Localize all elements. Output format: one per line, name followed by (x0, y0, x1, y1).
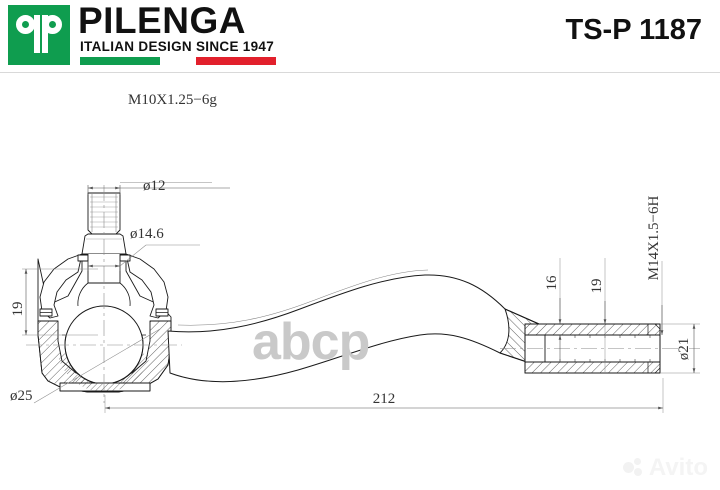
drawing-geometry (26, 185, 700, 403)
avito-watermark-label: Avito (648, 454, 708, 481)
dim-housing-diameter: ø25 (10, 328, 161, 404)
logo-q-stem-icon (34, 15, 40, 53)
pilenga-qp-logo-icon (8, 5, 70, 65)
dim-label-socket-length: 19 (589, 279, 605, 294)
dimension-lines: M10X1.25−6g ø12 ø14.6 (10, 92, 700, 413)
dim-label-stud-diameter: ø12 (143, 178, 166, 194)
dim-shank-thread: M14X1.5−6H (646, 195, 664, 335)
brand-tagline: ITALIAN DESIGN SINCE 1947 (80, 39, 275, 54)
dim-stud-diameter: ø12 (120, 178, 212, 194)
logo-p-bowl-icon (43, 15, 62, 34)
logo-p-stem-icon (42, 15, 48, 53)
part-number: TS-P 1187 (565, 14, 702, 46)
avito-watermark: Avito (622, 454, 708, 481)
dim-label-stud-thread: M10X1.25−6g (128, 92, 217, 108)
dim-stud-thread: M10X1.25−6g (87, 92, 230, 195)
center-lines (26, 185, 700, 403)
abcp-watermark: abcp (252, 313, 370, 371)
brand-name: PILENGA (78, 0, 246, 41)
drawing-canvas: M10X1.25−6g ø12 ø14.6 (10, 92, 700, 413)
italian-flag-green-bar (80, 57, 160, 65)
dim-label-overall-length: 212 (373, 391, 396, 407)
dim-shank-diameter: ø21 (660, 323, 700, 374)
dim-label-shank-thread: M14X1.5−6H (646, 195, 662, 280)
dim-socket-length: 19 (589, 258, 607, 373)
dim-label-socket-bore: 16 (544, 275, 560, 291)
dim-label-shank-diameter: ø21 (676, 338, 692, 361)
dim-label-cone-diameter: ø14.6 (130, 226, 164, 242)
shank-housing-section (499, 308, 661, 374)
dim-label-housing-height: 19 (10, 302, 26, 317)
ball-joint-housing (37, 253, 172, 393)
header-bar: PILENGA ITALIAN DESIGN SINCE 1947 TS-P 1… (0, 0, 720, 72)
dim-overall-length: 212 (104, 378, 664, 413)
dim-cone-diameter: ø14.6 (87, 226, 200, 271)
dim-socket-bore: 16 (544, 258, 562, 362)
logo-q-bowl-icon (16, 15, 35, 34)
header-divider (0, 72, 720, 73)
dim-label-housing-diameter: ø25 (10, 388, 33, 404)
italian-flag-red-bar (196, 57, 276, 65)
avito-dots-icon (622, 458, 645, 478)
technical-drawing: M10X1.25−6g ø12 ø14.6 (0, 73, 720, 490)
dim-housing-height: 19 (10, 268, 98, 336)
